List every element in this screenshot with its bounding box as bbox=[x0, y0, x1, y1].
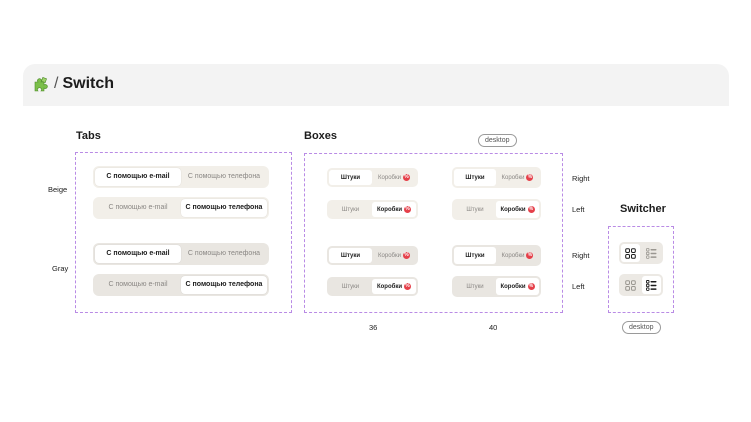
box-pieces[interactable]: Штуки bbox=[454, 247, 497, 264]
box-pieces[interactable]: Штуки bbox=[329, 170, 373, 185]
tab-email[interactable]: С помощью e-mail bbox=[108, 204, 168, 211]
discount-badge: % bbox=[526, 174, 534, 181]
view-switcher-grid-active bbox=[619, 242, 663, 264]
page-title: /Switch bbox=[54, 75, 114, 93]
box-cartons-label: Коробки bbox=[376, 206, 403, 213]
tab-email[interactable]: С помощью e-mail bbox=[95, 168, 181, 186]
boxes-40-beige-pieces-active: Штуки Коробки% bbox=[452, 167, 541, 188]
align-label-right-1: Right bbox=[572, 174, 590, 183]
box-cartons-label: Коробки bbox=[378, 174, 401, 181]
switcher-platform-tag: desktop bbox=[622, 321, 661, 334]
boxes-platform-tag: desktop bbox=[478, 134, 517, 147]
discount-badge: % bbox=[526, 252, 534, 259]
align-label-right-2: Right bbox=[572, 251, 590, 260]
boxes-36-beige-pieces-active: Штуки Коробки% bbox=[327, 168, 418, 187]
boxes-section-title: Boxes bbox=[304, 130, 338, 142]
size-label-40: 40 bbox=[489, 323, 498, 332]
tab-phone[interactable]: С помощью телефона bbox=[187, 250, 261, 257]
grid-view-icon bbox=[625, 279, 636, 291]
title-separator: / bbox=[54, 75, 59, 92]
box-cartons-label: Коробки bbox=[501, 252, 525, 259]
beige-row-label: Beige bbox=[48, 185, 68, 194]
box-pieces[interactable]: Штуки bbox=[329, 248, 373, 263]
list-view-icon bbox=[646, 247, 657, 259]
tab-phone[interactable]: С помощью телефона bbox=[187, 173, 261, 180]
discount-badge: % bbox=[527, 206, 535, 213]
tabs-beige-email-active: С помощью e-mail С помощью телефона bbox=[93, 166, 269, 188]
list-view-button[interactable] bbox=[642, 276, 661, 294]
discount-badge: % bbox=[404, 206, 412, 213]
box-cartons-label: Коробки bbox=[376, 283, 403, 290]
tabs-beige-phone-active: С помощью e-mail С помощью телефона bbox=[93, 197, 269, 219]
grid-view-button[interactable] bbox=[621, 276, 640, 294]
discount-badge: % bbox=[404, 283, 412, 290]
box-cartons[interactable]: Коробки% bbox=[496, 169, 539, 186]
box-cartons[interactable]: Коробки% bbox=[496, 247, 539, 264]
box-cartons[interactable]: Коробки% bbox=[496, 201, 539, 218]
box-cartons-label: Коробки bbox=[500, 283, 526, 290]
tabs-frame bbox=[75, 152, 292, 313]
box-cartons[interactable]: Коробки% bbox=[372, 279, 416, 294]
grid-view-button[interactable] bbox=[621, 244, 640, 262]
align-label-left-1: Left bbox=[572, 205, 585, 214]
box-pieces[interactable]: Штуки bbox=[466, 206, 484, 213]
list-view-button[interactable] bbox=[642, 244, 661, 262]
tabs-gray-email-active: С помощью e-mail С помощью телефона bbox=[93, 243, 269, 265]
box-cartons[interactable]: Коробки% bbox=[496, 278, 539, 295]
boxes-40-beige-cartons-active: Штуки Коробки% bbox=[452, 199, 541, 220]
discount-badge: % bbox=[527, 283, 535, 290]
box-cartons-label: Коробки bbox=[501, 174, 525, 181]
boxes-40-gray-cartons-active: Штуки Коробки% bbox=[452, 276, 541, 297]
align-label-left-2: Left bbox=[572, 282, 585, 291]
view-switcher-list-active bbox=[619, 274, 663, 296]
boxes-36-gray-pieces-active: Штуки Коробки% bbox=[327, 246, 418, 265]
box-cartons-label: Коробки bbox=[378, 252, 401, 259]
discount-badge: % bbox=[402, 252, 410, 259]
tabs-section-title: Tabs bbox=[76, 130, 101, 142]
box-cartons-label: Коробки bbox=[500, 206, 526, 213]
switcher-section-title: Switcher bbox=[620, 203, 666, 215]
tab-phone[interactable]: С помощью телефона bbox=[181, 276, 267, 294]
puzzle-icon bbox=[34, 77, 48, 92]
tab-phone[interactable]: С помощью телефона bbox=[181, 199, 267, 217]
boxes-frame bbox=[304, 153, 563, 313]
page-header: /Switch bbox=[23, 64, 729, 106]
tab-email[interactable]: С помощью e-mail bbox=[95, 245, 181, 263]
gray-row-label: Gray bbox=[52, 264, 69, 273]
boxes-36-gray-cartons-active: Штуки Коробки% bbox=[327, 277, 418, 296]
grid-view-icon bbox=[625, 247, 636, 259]
list-view-icon bbox=[646, 279, 657, 291]
box-cartons[interactable]: Коробки% bbox=[372, 170, 416, 185]
box-pieces[interactable]: Штуки bbox=[454, 169, 497, 186]
box-pieces[interactable]: Штуки bbox=[466, 283, 484, 290]
tab-email[interactable]: С помощью e-mail bbox=[108, 281, 168, 288]
box-cartons[interactable]: Коробки% bbox=[372, 248, 416, 263]
box-pieces[interactable]: Штуки bbox=[341, 206, 360, 213]
size-label-36: 36 bbox=[369, 323, 378, 332]
box-pieces[interactable]: Штуки bbox=[341, 283, 360, 290]
switcher-frame bbox=[608, 226, 674, 313]
title-text: Switch bbox=[62, 75, 115, 92]
box-cartons[interactable]: Коробки% bbox=[372, 202, 416, 217]
tabs-gray-phone-active: С помощью e-mail С помощью телефона bbox=[93, 274, 269, 296]
boxes-40-gray-pieces-active: Штуки Коробки% bbox=[452, 245, 541, 266]
boxes-36-beige-cartons-active: Штуки Коробки% bbox=[327, 200, 418, 219]
discount-badge: % bbox=[402, 174, 410, 181]
